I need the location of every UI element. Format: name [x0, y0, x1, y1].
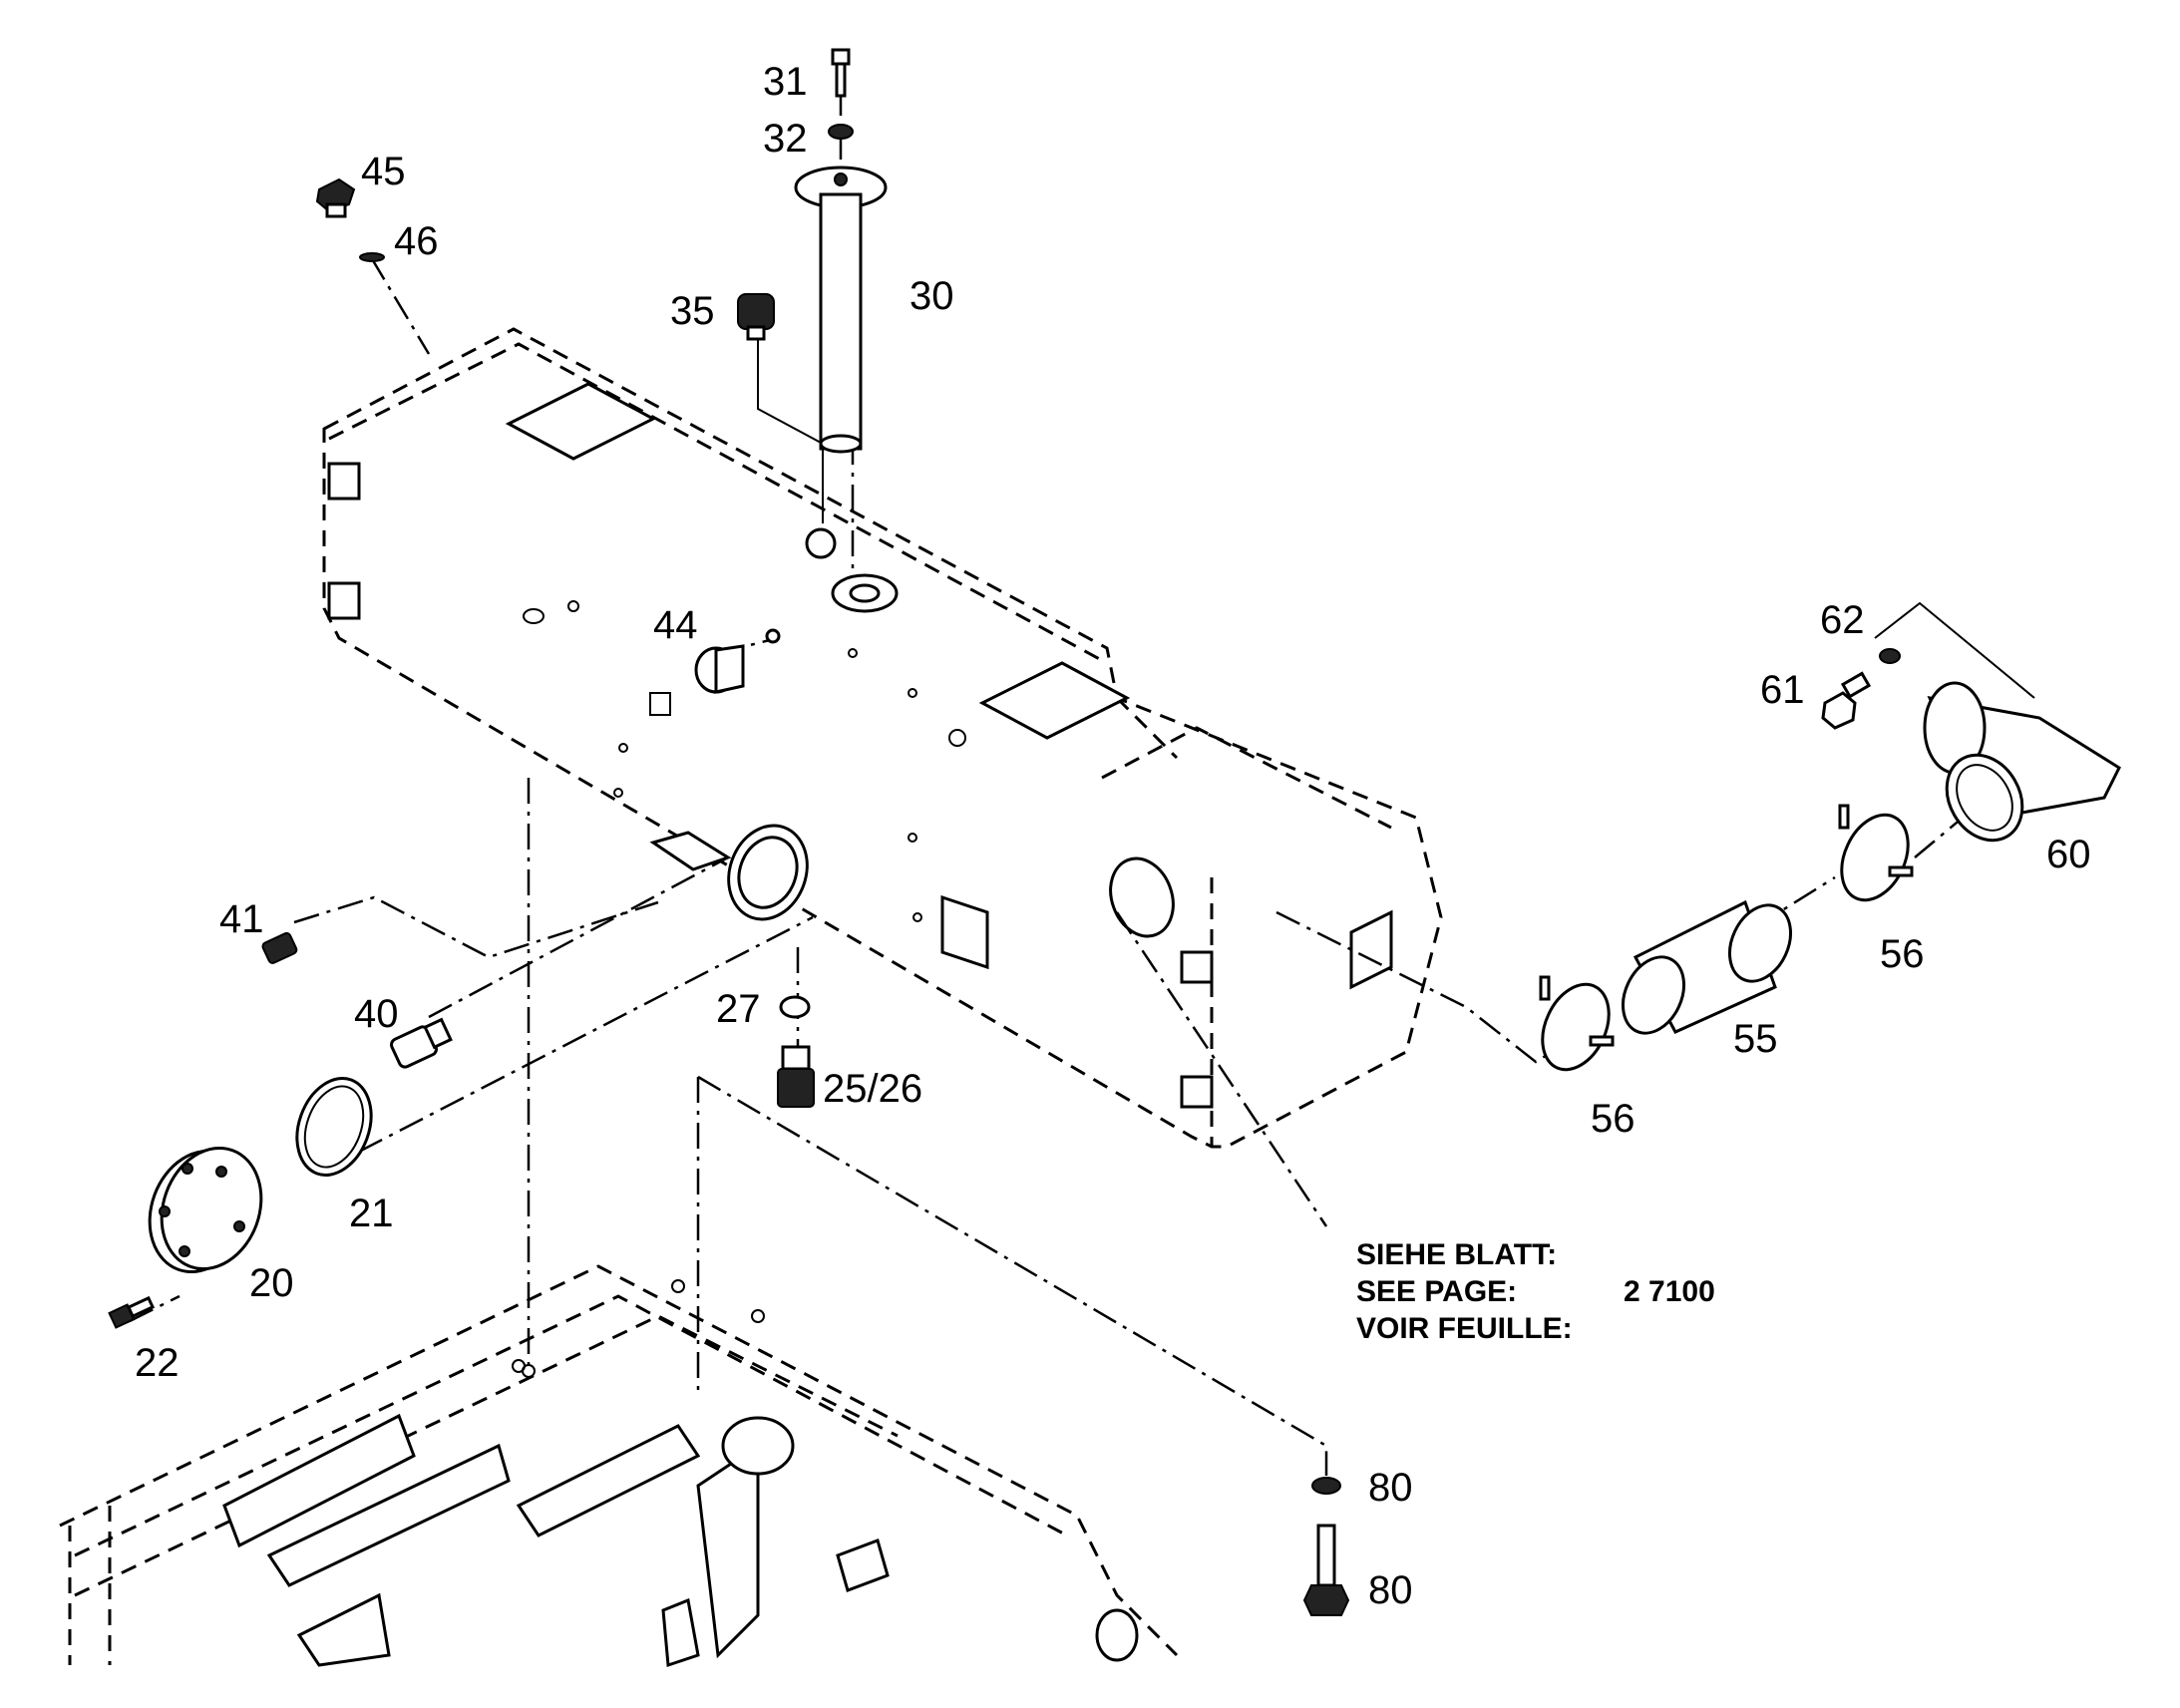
- callout-30: 30: [909, 274, 954, 318]
- callout-80-washer: 80: [1368, 1466, 1413, 1510]
- ref-note-line1: SIEHE BLATT:: [1356, 1238, 1557, 1271]
- part-55-hose: [1622, 899, 1792, 1035]
- callout-44: 44: [653, 603, 698, 647]
- callout-61: 61: [1760, 668, 1805, 712]
- callout-60: 60: [2046, 833, 2091, 876]
- part-30-tank-sender: [794, 166, 888, 454]
- part-32-washer: [828, 124, 854, 140]
- callout-25-26: 25/26: [823, 1067, 922, 1111]
- callout-22: 22: [135, 1341, 180, 1385]
- callout-45: 45: [361, 150, 406, 193]
- part-22-screw: [108, 1295, 156, 1329]
- part-27-washer: [779, 995, 811, 1019]
- callout-21: 21: [349, 1192, 394, 1235]
- callout-46: 46: [394, 219, 439, 263]
- part-46-oring: [359, 252, 385, 262]
- callout-35: 35: [670, 289, 715, 333]
- ref-note-page-number: 2 7100: [1624, 1275, 1715, 1308]
- callout-31: 31: [763, 60, 808, 104]
- callout-27: 27: [716, 987, 761, 1031]
- part-41-fitting: [261, 931, 298, 964]
- callout-62: 62: [1820, 598, 1865, 642]
- callout-80-bolt: 80: [1368, 1568, 1413, 1612]
- leader-lines: [129, 90, 2035, 1476]
- part-62-washer: [1879, 648, 1901, 664]
- part-35-breather-cap: [737, 293, 775, 341]
- part-21-o-ring: [295, 1077, 373, 1177]
- callout-56-lower: 56: [1591, 1097, 1635, 1141]
- part-31-bolt: [831, 48, 851, 98]
- callout-32: 32: [763, 117, 808, 161]
- part-56-hose-clamp-upper: [1838, 804, 1914, 902]
- part-40-fitting: [390, 1017, 453, 1069]
- part-20-cover-plate: [148, 1146, 263, 1274]
- ref-note-line2: SEE PAGE:: [1356, 1275, 1517, 1308]
- callout-56-upper: 56: [1880, 932, 1925, 976]
- part-25-26-fitting: [777, 1045, 815, 1108]
- callout-41: 41: [219, 897, 264, 941]
- part-44-drain-plug: [694, 628, 781, 694]
- reference-note: SIEHE BLATT: SEE PAGE: 2 7100 VOIR FEUIL…: [1356, 1238, 1715, 1345]
- part-80-bolt: [1302, 1524, 1350, 1616]
- callout-labels: 31 32 45 46 35 30 44 62 61 60 41 40 27 2…: [135, 60, 2091, 1612]
- callout-55: 55: [1733, 1017, 1778, 1061]
- part-45-plug: [315, 177, 356, 218]
- part-56-hose-clamp-lower: [1539, 975, 1615, 1072]
- part-61-screw: [1821, 671, 1872, 730]
- callout-20: 20: [249, 1261, 294, 1305]
- chassis-frame: [59, 1264, 1179, 1668]
- part-60-elbow: [1923, 681, 2121, 843]
- callout-40: 40: [354, 992, 399, 1036]
- tank-body: [322, 327, 1443, 1149]
- part-80-washer: [1311, 1477, 1341, 1495]
- ref-note-line3: VOIR FEUILLE:: [1356, 1312, 1573, 1345]
